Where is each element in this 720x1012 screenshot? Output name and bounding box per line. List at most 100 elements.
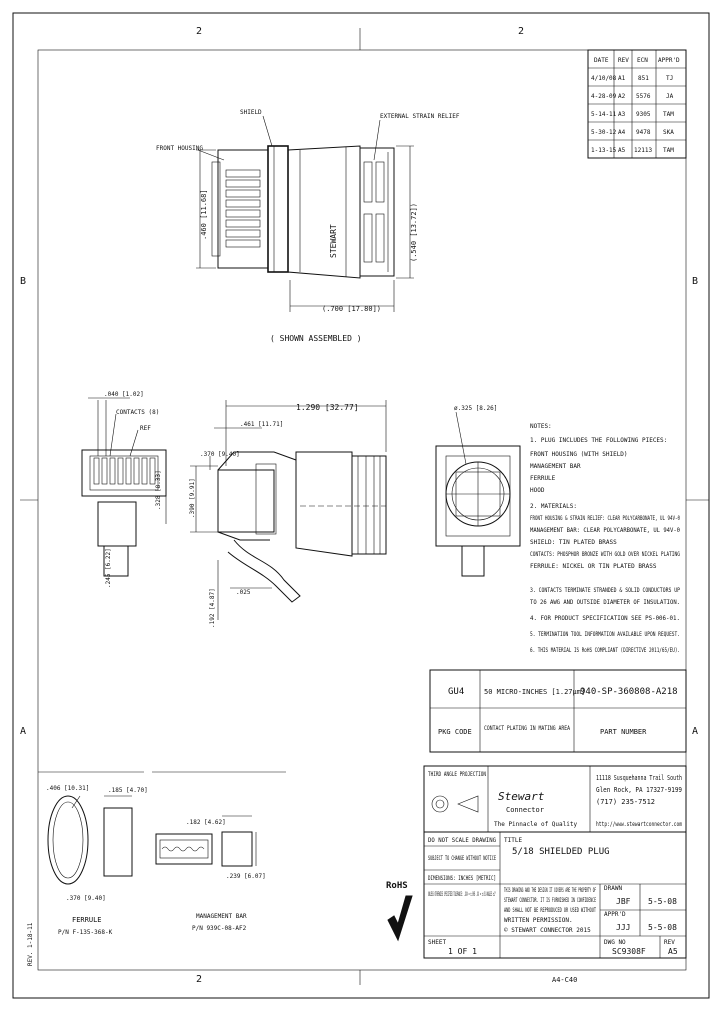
note-line: SHIELD: TIN PLATED BRASS (530, 539, 617, 546)
zone-top-right: 2 (518, 26, 524, 37)
check-icon (387, 895, 413, 942)
note-line: 1. PLUG INCLUDES THE FOLLOWING PIECES: (530, 437, 667, 444)
note-line: 5. TERMINATION TOOL INFORMATION AVAILABL… (530, 631, 680, 638)
third-angle: THIRD ANGLE PROJECTION (428, 771, 486, 778)
dim-front: .461 [11.71] (240, 421, 283, 428)
note-line: MANAGEMENT BAR (530, 463, 581, 470)
rev-cell: 12113 (634, 147, 652, 154)
zone-top: 2 (196, 26, 202, 37)
col-part-number: PART NUMBER (600, 728, 647, 736)
tolerances: UNLESS OTHERWISE SPECIFIED TOLERANCE: .X… (428, 891, 496, 898)
units: DIMENSIONS: INCHES [METRIC] (428, 875, 496, 882)
rev-header-rev: REV (618, 57, 629, 64)
pkg-code: GU4 (448, 687, 464, 697)
dim-top-right: (.540 [13.72]) (410, 203, 418, 262)
drawing-title: 5/18 SHIELDED PLUG (512, 847, 610, 857)
company-addr1: 11118 Susquehanna Trail South (596, 774, 682, 782)
rev-cell: A2 (618, 93, 626, 100)
prop-3: AND SHALL NOT BE REPRODUCED OR USED WITH… (504, 907, 596, 914)
dim-pitch: .040 [1.02] (104, 391, 144, 398)
dim-top-height: .460 [11.68] (200, 189, 208, 240)
no-scale: DO NOT SCALE DRAWING (428, 837, 496, 844)
caption-shown-assembled: ( SHOWN ASSEMBLED ) (270, 334, 362, 343)
mgmt-label: MANAGEMENT BAR (196, 913, 247, 920)
rev-cell: 9305 (636, 111, 651, 118)
zone-right: B (692, 276, 698, 287)
rohs-mark: RoHS (386, 881, 413, 942)
plating-value: 50 MICRO-INCHES [1.27µm] (484, 688, 585, 696)
drawn-date: 5-5-08 (648, 897, 677, 906)
prop-2: STEWART CONNECTOR. IT IS FURNISHED IN CO… (504, 897, 596, 904)
ferrule-pn: P/N F-135-368-K (58, 929, 113, 936)
zone-left-lower: A (20, 726, 26, 737)
note-line: 6. THIS MATERIAL IS RoHS COMPLIANT (DIRE… (530, 647, 680, 654)
note-line: 2. MATERIALS: (530, 503, 577, 510)
company-name: Stewart (498, 790, 545, 803)
dwg-number: SC9308F (612, 947, 646, 956)
rev-cell: 9478 (636, 129, 651, 136)
rev-cell: 1-13-15 (591, 147, 617, 154)
subject-to-change: SUBJECT TO CHANGE WITHOUT NOTICE (428, 855, 496, 862)
drawn-label: DRAWN (604, 885, 622, 892)
side-revision: REV. 1-18-11 (27, 922, 34, 966)
company-block: THIRD ANGLE PROJECTION Stewart Connector… (423, 765, 687, 833)
col-plating: CONTACT PLATING IN MATING AREA (484, 725, 570, 732)
rev-cell: 851 (638, 75, 649, 82)
zone-left: B (20, 276, 26, 287)
rev-cell: A5 (618, 147, 626, 154)
rev-header-appr: APPR'D (658, 57, 680, 64)
note-line: MANAGEMENT BAR: CLEAR POLYCARBONATE, UL … (530, 527, 680, 534)
side-view: .040 [1.02] CONTACTS (8) REF .328 [8.33]… (81, 391, 387, 628)
rev-label: REV (664, 939, 675, 946)
rev-value: A5 (668, 947, 678, 956)
dim-diameter: ø.325 [8.26] (454, 405, 497, 412)
label-front-housing: FRONT HOUSING (156, 145, 203, 152)
rev-cell: 4-28-09 (591, 93, 617, 100)
dim-side-height: .390 [9.91] (189, 478, 196, 518)
rev-cell: A1 (618, 75, 626, 82)
part-number-table: GU4 50 MICRO-INCHES [1.27µm] 940-SP-3608… (429, 669, 687, 753)
brand-mark: STEWART (329, 224, 338, 258)
note-line: FRONT HOUSING & STRAIN RELIEF: CLEAR POL… (530, 515, 680, 522)
rev-cell: TJ (666, 75, 673, 82)
note-line: 3. CONTACTS TERMINATE STRANDED & SOLID C… (530, 587, 680, 594)
title-block: DO NOT SCALE DRAWING SUBJECT TO CHANGE W… (423, 831, 687, 959)
drawn-by: JBF (616, 897, 631, 906)
label-ref: REF (140, 425, 151, 432)
note-line: CONTACTS: PHOSPHOR BRONZE WITH GOLD OVER… (530, 551, 680, 558)
zone-right-lower: A (692, 726, 698, 737)
rev-cell: 5-30-12 (591, 129, 617, 136)
rev-cell: SKA (663, 129, 674, 136)
approved-label: APPR'D (604, 911, 626, 918)
label-strain-relief: EXTERNAL STRAIN RELIEF (380, 113, 460, 120)
dim-contacts-height: .328 [8.33] (155, 470, 162, 510)
top-view: STEWART .460 [11.68] (.540 [13.72]) (.70… (156, 109, 460, 343)
note-line: FRONT HOUSING (WITH SHIELD) (530, 451, 628, 458)
bottom-mark: A4-C40 (552, 976, 577, 984)
notes-title: NOTES: (530, 423, 552, 430)
zone-bottom: 2 (196, 974, 202, 985)
end-view: ø.325 [8.26] (435, 405, 521, 577)
rev-cell: 4/10/08 (591, 75, 617, 82)
drawing-frame (37, 49, 687, 971)
prop-5: © STEWART CONNECTOR 2015 (504, 927, 591, 934)
approved-by: JJJ (616, 923, 630, 932)
label-contacts: CONTACTS (8) (116, 409, 159, 416)
sheet-value: 1 OF 1 (448, 947, 477, 956)
dim-top-length: (.700 [17.80]) (322, 305, 381, 313)
company-tagline: The Pinnacle of Quality (494, 821, 577, 828)
note-line: HOOD (530, 487, 545, 494)
mgmt-dim-w: .182 [4.62] (186, 819, 226, 826)
dim-latch-top: .025 (236, 589, 251, 596)
dim-overall: 1.290 [32.77] (296, 403, 359, 412)
ferrule-detail: .406 [10.31] .370 [9.40] .185 [4.70] FER… (38, 771, 148, 936)
sheet-label: SHEET (428, 939, 446, 946)
title-label: TITLE (504, 837, 522, 844)
rev-cell: A4 (618, 129, 626, 136)
dim-latch-height: .192 [4.87] (209, 588, 216, 628)
dim-latch: .245 [6.22] (105, 548, 112, 588)
sheet-border (12, 12, 710, 999)
dwg-label: DWG NO (604, 939, 626, 946)
rev-cell: A3 (618, 111, 626, 118)
